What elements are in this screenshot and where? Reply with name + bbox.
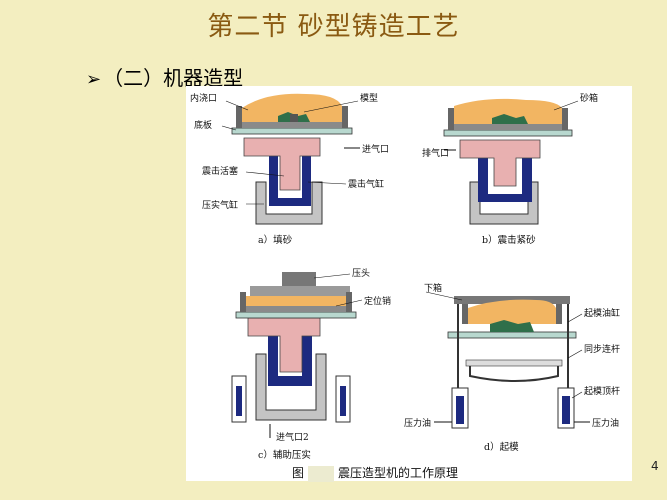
figure-panel: 内浇口 模型 底板 进气口 震击活塞 震击气缸 压实气缸 a）填砂 砂箱 排气口… [186,86,632,482]
caption-a: a）填砂 [258,234,293,246]
label-flask: 砂箱 [580,92,598,104]
label-lower-flask: 下箱 [424,282,442,294]
diagram-c [231,272,363,438]
label-squeeze-cylinder: 压实气缸 [202,199,238,211]
label-air-inlet: 进气口 [362,143,389,155]
machine-diagram: 内浇口 模型 底板 进气口 震击活塞 震击气缸 压实气缸 a）填砂 砂箱 排气口… [190,92,620,461]
figure-caption: 图 震压造型机的工作原理 [292,464,458,482]
label-pattern: 模型 [360,93,378,104]
caption-c: c）辅助压实 [258,449,311,461]
label-jolt-piston: 震击活塞 [202,165,238,177]
label-locating-pin: 定位销 [364,295,391,307]
diagram-b [443,98,579,225]
label-jolt-cylinder: 震击气缸 [348,178,384,190]
slide-title: 第二节 砂型铸造工艺 [207,12,460,42]
label-exhaust: 排气口 [422,147,449,159]
label-lift-pin: 起模顶杆 [584,385,620,397]
label-base-plate: 底板 [194,119,212,131]
caption-blank [308,465,335,482]
label-pouring-gate: 内浇口 [190,92,217,104]
caption-text: 震压造型机的工作原理 [338,466,459,480]
caption-b: b）震击紧砂 [482,234,536,246]
label-air-inlet-2: 进气口2 [276,431,309,443]
caption-prefix: 图 [292,466,305,480]
label-pressure-oil-left: 压力油 [404,417,431,429]
caption-d: d）起模 [484,441,519,453]
label-press-head: 压头 [352,268,370,279]
label-lift-cylinder: 起模油缸 [584,307,620,319]
diagram-d [425,291,590,429]
arrow-bullet-icon: ➢ [86,69,102,90]
label-sync-rod: 同步连杆 [584,343,620,355]
label-pressure-oil-right: 压力油 [592,417,619,429]
diagram-a [221,93,360,225]
page-number: 4 [651,459,659,473]
